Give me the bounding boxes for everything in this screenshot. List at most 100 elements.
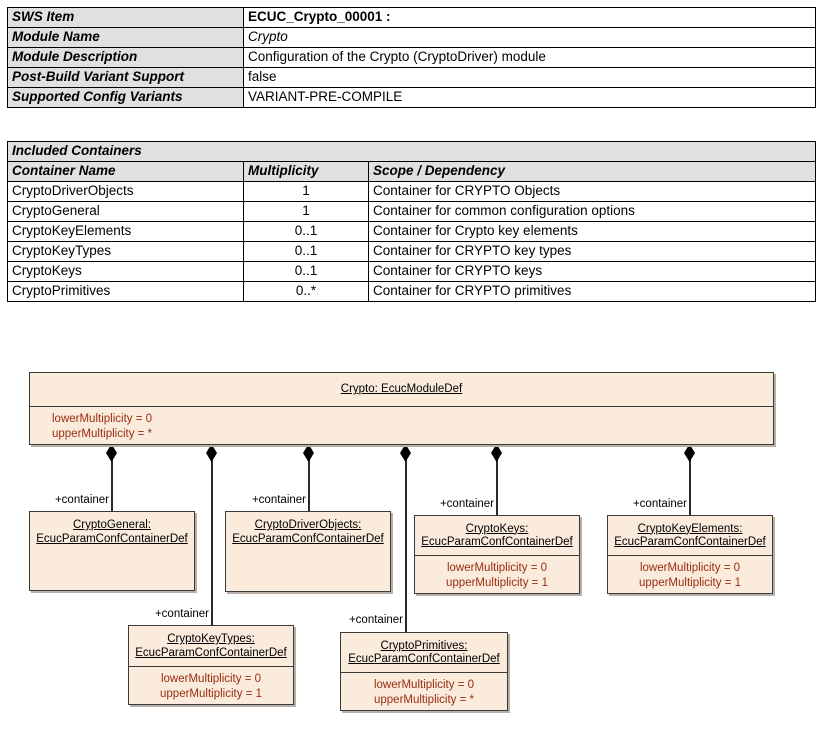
aggregation-diamond-icon	[491, 444, 502, 462]
row-label-post-build-variant-support: Post-Build Variant Support	[7, 67, 244, 88]
container-scope-cell: Container for Crypto key elements	[367, 221, 817, 242]
uml-class-title-line1: CryptoKeys:	[465, 522, 529, 535]
row-value-module-description: Configuration of the Crypto (CryptoDrive…	[243, 47, 816, 68]
attribute-upper-multiplicity: upperMultiplicity = 1	[446, 577, 548, 589]
connector-line-cryptoprimitives	[405, 452, 407, 633]
container-name-cell: CryptoDriverObjects	[7, 181, 244, 202]
table-section-header-row: Included Containers	[6, 141, 817, 162]
container-name-cell: CryptoGeneral	[7, 201, 244, 222]
uml-class-title: CryptoKeys: EcucParamConfContainerDef	[415, 516, 579, 555]
column-header-multiplicity: Multiplicity	[243, 161, 369, 182]
attribute-upper-multiplicity: upperMultiplicity = *	[373, 694, 475, 706]
container-name-cell: CryptoKeyElements	[7, 221, 244, 242]
uml-class-title-line1: CryptoDriverObjects:	[254, 519, 362, 531]
table-row: Post-Build Variant Support false	[7, 67, 816, 88]
row-label-module-description: Module Description	[7, 47, 244, 68]
association-label-cryptokeys: +container	[439, 498, 494, 510]
connector-line-cryptodriverobjects	[308, 452, 310, 512]
aggregation-diamond-icon	[106, 444, 117, 462]
uml-class-cryptogeneral[interactable]: CryptoGeneral: EcucParamConfContainerDef	[29, 511, 195, 591]
association-label-cryptogeneral: +container	[54, 494, 109, 506]
table-row: Module Name Crypto	[7, 27, 816, 48]
attribute-lower-multiplicity: lowerMultiplicity = 0	[160, 673, 262, 685]
sws-module-table: SWS Item ECUC_Crypto_00001 : Module Name…	[7, 7, 816, 108]
attribute-lower-multiplicity: lowerMultiplicity = 0	[373, 679, 475, 691]
attribute-upper-multiplicity: upperMultiplicity = 1	[160, 688, 262, 700]
uml-class-cryptoprimitives[interactable]: CryptoPrimitives: EcucParamConfContainer…	[340, 632, 508, 711]
uml-class-title-line1: CryptoKeyTypes:	[167, 633, 255, 645]
uml-class-attributes: lowerMultiplicity = 0 upperMultiplicity …	[608, 555, 772, 594]
uml-class-attributes: lowerMultiplicity = 0 upperMultiplicity …	[30, 406, 773, 445]
uml-class-title: CryptoPrimitives: EcucParamConfContainer…	[341, 633, 507, 672]
attribute-lower-multiplicity: lowerMultiplicity = 0	[639, 562, 741, 574]
container-name-cell: CryptoKeyTypes	[7, 241, 244, 262]
association-label-cryptokeyelements: +container	[632, 498, 687, 510]
uml-class-title: CryptoGeneral: EcucParamConfContainerDef	[30, 512, 194, 552]
uml-class-title: CryptoDriverObjects: EcucParamConfContai…	[226, 512, 390, 552]
container-name-cell: CryptoKeys	[7, 261, 244, 282]
table-row: Supported Config Variants VARIANT-PRE-CO…	[7, 87, 816, 108]
container-multiplicity-cell: 0..1	[243, 261, 369, 282]
container-scope-cell: Container for CRYPTO keys	[367, 261, 817, 282]
uml-class-cryptokeys[interactable]: CryptoKeys: EcucParamConfContainerDef lo…	[414, 515, 580, 594]
uml-class-attributes: lowerMultiplicity = 0 upperMultiplicity …	[129, 666, 293, 705]
table-header-row: Container Name Multiplicity Scope / Depe…	[7, 161, 817, 182]
uml-class-cryptokeyelements[interactable]: CryptoKeyElements: EcucParamConfContaine…	[607, 515, 773, 594]
column-header-container-name: Container Name	[7, 161, 244, 182]
table-row: CryptoKeyTypes 0..1 Container for CRYPTO…	[7, 241, 817, 262]
container-multiplicity-cell: 1	[243, 201, 369, 222]
aggregation-diamond-icon	[206, 444, 217, 462]
uml-class-title: CryptoKeyElements: EcucParamConfContaine…	[608, 516, 772, 555]
column-header-scope-dependency: Scope / Dependency	[367, 161, 817, 182]
uml-class-attributes: lowerMultiplicity = 0 upperMultiplicity …	[341, 672, 507, 711]
aggregation-diamond-icon	[684, 444, 695, 462]
table-row: CryptoKeys 0..1 Container for CRYPTO key…	[7, 261, 817, 282]
uml-class-title-text: Crypto: EcucModuleDef	[340, 383, 463, 396]
uml-class-title-line2: EcucParamConfContainerDef	[36, 532, 188, 545]
container-scope-cell: Container for CRYPTO primitives	[367, 281, 817, 302]
table-row: CryptoKeyElements 0..1 Container for Cry…	[7, 221, 817, 242]
container-scope-cell: Container for CRYPTO key types	[367, 241, 817, 262]
table-row: SWS Item ECUC_Crypto_00001 :	[7, 7, 816, 28]
uml-class-title: CryptoKeyTypes: EcucParamConfContainerDe…	[129, 626, 293, 666]
container-multiplicity-cell: 0..*	[243, 281, 369, 302]
attribute-lower-multiplicity: lowerMultiplicity = 0	[446, 562, 548, 574]
uml-class-cryptokeytypes[interactable]: CryptoKeyTypes: EcucParamConfContainerDe…	[128, 625, 294, 705]
uml-class-title-line2: EcucParamConfContainerDef	[135, 646, 287, 659]
attribute-upper-multiplicity: upperMultiplicity = 1	[639, 577, 741, 589]
container-scope-cell: Container for common configuration optio…	[367, 201, 817, 222]
association-label-cryptokeytypes: +container	[154, 608, 209, 620]
uml-class-title-line2: EcucParamConfContainerDef	[421, 536, 573, 548]
row-value-module-name: Crypto	[243, 27, 816, 48]
row-label-supported-config-variants: Supported Config Variants	[7, 87, 244, 108]
attribute-lower-multiplicity: lowerMultiplicity = 0	[52, 413, 153, 425]
uml-class-cryptodriverobjects[interactable]: CryptoDriverObjects: EcucParamConfContai…	[225, 511, 391, 592]
table-row: CryptoPrimitives 0..* Container for CRYP…	[7, 281, 817, 302]
row-value-post-build-variant-support: false	[243, 67, 816, 88]
table-row: CryptoDriverObjects 1 Container for CRYP…	[7, 181, 817, 202]
uml-class-title-line2: EcucParamConfContainerDef	[232, 532, 384, 545]
aggregation-diamond-icon	[400, 444, 411, 462]
uml-class-attributes: lowerMultiplicity = 0 upperMultiplicity …	[415, 555, 579, 594]
row-label-module-name: Module Name	[7, 27, 244, 48]
table-row: CryptoGeneral 1 Container for common con…	[7, 201, 817, 222]
included-containers-title: Included Containers	[6, 141, 817, 162]
row-value-supported-config-variants: VARIANT-PRE-COMPILE	[243, 87, 816, 108]
association-label-cryptoprimitives: +container	[348, 614, 403, 626]
row-label-sws-item: SWS Item	[7, 7, 244, 28]
container-multiplicity-cell: 0..1	[243, 221, 369, 242]
attribute-upper-multiplicity: upperMultiplicity = *	[52, 428, 153, 440]
container-scope-cell: Container for CRYPTO Objects	[367, 181, 817, 202]
included-containers-table: Included Containers Container Name Multi…	[6, 141, 817, 302]
connector-line-cryptokeys	[496, 452, 498, 516]
uml-class-module-crypto[interactable]: Crypto: EcucModuleDef lowerMultiplicity …	[29, 372, 774, 445]
uml-class-title-line1: CryptoKeyElements:	[637, 522, 743, 535]
uml-class-title-line2: EcucParamConfContainerDef	[614, 536, 766, 548]
association-label-cryptodriverobjects: +container	[251, 494, 306, 506]
connector-line-cryptokeyelements	[689, 452, 691, 516]
uml-class-title-line1: CryptoPrimitives:	[380, 639, 468, 652]
row-value-sws-item: ECUC_Crypto_00001 :	[243, 7, 816, 28]
uml-class-title: Crypto: EcucModuleDef	[30, 373, 773, 406]
container-name-cell: CryptoPrimitives	[7, 281, 244, 302]
